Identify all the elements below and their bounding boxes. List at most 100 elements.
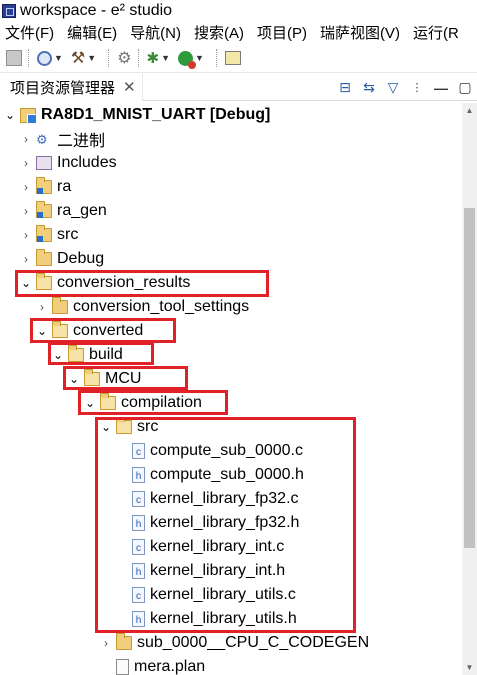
maximize-icon[interactable]: ▢ (458, 79, 472, 95)
gear-icon[interactable]: ⚙ (117, 50, 132, 67)
tree-conversion-tool-settings[interactable]: › conversion_tool_settings (36, 295, 249, 319)
binaries-icon: ⚙ (36, 132, 48, 147)
tree-binaries[interactable]: › ⚙ 二进制 (20, 127, 105, 151)
tree-label: kernel_library_fp32.h (150, 514, 300, 531)
chevron-right-icon[interactable]: › (104, 636, 108, 650)
chevron-down-icon[interactable]: ⌄ (100, 420, 112, 434)
save-icon[interactable] (6, 50, 22, 66)
tree-includes[interactable]: › Includes (20, 151, 117, 175)
tree-file[interactable]: › c kernel_library_fp32.c (116, 487, 299, 511)
tree-label: compute_sub_0000.h (150, 466, 304, 483)
tab-label: 项目资源管理器 (10, 79, 116, 97)
menu-edit[interactable]: 编辑(E) (67, 24, 118, 42)
menu-navigate[interactable]: 导航(N) (130, 24, 181, 42)
chevron-right-icon[interactable]: › (24, 204, 28, 218)
tree-file[interactable]: › h compute_sub_0000.h (116, 463, 304, 487)
view-actions: ⊟ ⇆ ▽ ⋮ — ▢ (333, 74, 477, 101)
source-folder-icon (36, 225, 52, 242)
chevron-right-icon[interactable]: › (24, 228, 28, 242)
tree-label: mera.plan (134, 658, 206, 675)
chevron-down-icon[interactable]: ⌄ (84, 396, 96, 410)
folder-open-icon (116, 417, 132, 434)
chevron-down-icon[interactable]: ▼ (54, 53, 63, 63)
tree-codegen[interactable]: › sub_0000__CPU_C_CODEGEN (100, 631, 369, 655)
tab-project-explorer[interactable]: 项目资源管理器 ✕ (0, 73, 143, 101)
tree-label: kernel_library_int.h (150, 562, 286, 579)
chevron-down-icon[interactable]: ⌄ (68, 372, 80, 386)
tree-file[interactable]: › c kernel_library_utils.c (116, 583, 296, 607)
menu-run[interactable]: 运行(R (412, 24, 459, 42)
tree-label: compilation (121, 394, 202, 411)
link-editor-icon[interactable]: ⇆ (363, 79, 375, 95)
tree-file[interactable]: › c compute_sub_0000.c (116, 439, 303, 463)
chevron-down-icon[interactable]: ▼ (195, 53, 204, 63)
tree-converted[interactable]: ⌄ converted (36, 319, 143, 343)
includes-icon (36, 156, 52, 170)
main-toolbar: ▼ ⚒ ▼ ⚙ ✱ ▼ ▼ (0, 44, 477, 73)
menu-project[interactable]: 项目(P) (256, 24, 307, 42)
chevron-right-icon[interactable]: › (24, 252, 28, 266)
tree-mera-plan[interactable]: › mera.plan (100, 655, 205, 675)
external-icon[interactable] (224, 51, 241, 65)
tree-label: MCU (105, 370, 142, 387)
chevron-right-icon[interactable]: › (24, 156, 28, 170)
run-icon[interactable] (178, 50, 197, 69)
scroll-down-icon[interactable]: ▼ (465, 663, 474, 672)
tree-ra[interactable]: › ra (20, 175, 71, 199)
tree-src-root[interactable]: › src (20, 223, 78, 247)
tree-compilation-src[interactable]: ⌄ src (100, 415, 158, 439)
hammer-icon[interactable]: ⚒ (70, 50, 86, 67)
folder-icon (36, 249, 52, 266)
tree-label: ra (57, 178, 72, 195)
source-folder-icon (36, 201, 52, 218)
tree-label: conversion_tool_settings (73, 298, 250, 315)
folder-open-icon (100, 393, 116, 410)
close-icon[interactable]: ✕ (123, 79, 136, 96)
chevron-down-icon[interactable]: ⌄ (4, 108, 16, 122)
minimize-icon[interactable]: — (434, 79, 448, 96)
tree-conversion-results[interactable]: ⌄ conversion_results (20, 271, 190, 295)
folder-open-icon (84, 369, 100, 386)
tree-project[interactable]: ⌄ RA8D1_MNIST_UART [Debug] (4, 103, 270, 127)
menu-renesas-views[interactable]: 瑞萨视图(V) (319, 24, 400, 42)
tree-label: conversion_results (57, 274, 191, 291)
tree-label: src (57, 226, 79, 243)
tree-ra-gen[interactable]: › ra_gen (20, 199, 107, 223)
tree-file[interactable]: › h kernel_library_int.h (116, 559, 285, 583)
title-bar: workspace - e² studio (0, 0, 477, 21)
chevron-right-icon[interactable]: › (24, 132, 28, 146)
tree-mcu[interactable]: ⌄ MCU (68, 367, 141, 391)
tree-build[interactable]: ⌄ build (52, 343, 123, 367)
tree-file[interactable]: › c kernel_library_int.c (116, 535, 284, 559)
tree-file[interactable]: › h kernel_library_utils.h (116, 607, 297, 631)
folder-open-icon (68, 345, 84, 362)
chevron-down-icon[interactable]: ⌄ (52, 348, 64, 362)
tree-label: Debug (57, 250, 105, 267)
chevron-right-icon[interactable]: › (24, 180, 28, 194)
tree-file[interactable]: › h kernel_library_fp32.h (116, 511, 299, 535)
toolbar-separator (108, 49, 110, 67)
chevron-right-icon[interactable]: › (40, 300, 44, 314)
vertical-scrollbar[interactable]: ▲ ▼ (462, 103, 477, 675)
scroll-thumb[interactable] (464, 208, 475, 548)
collapse-all-icon[interactable]: ⊟ (339, 79, 351, 95)
chevron-down-icon[interactable]: ⌄ (36, 324, 48, 338)
menu-search[interactable]: 搜索(A) (193, 24, 244, 42)
bug-icon[interactable]: ✱ (146, 50, 160, 67)
file-icon (116, 659, 129, 675)
h-file-icon: h (132, 515, 145, 531)
chevron-down-icon[interactable]: ⌄ (20, 276, 32, 290)
tree-debug[interactable]: › Debug (20, 247, 104, 271)
c-file-icon: c (132, 491, 145, 507)
project-tree: ⌄ RA8D1_MNIST_UART [Debug] › ⚙ 二进制 › Inc… (0, 103, 462, 675)
scroll-up-icon[interactable]: ▲ (465, 106, 474, 115)
chevron-down-icon[interactable]: ▼ (87, 53, 97, 63)
view-menu-icon[interactable]: ⋮ (411, 82, 423, 94)
folder-open-icon (36, 273, 52, 290)
menu-file[interactable]: 文件(F) (5, 24, 55, 42)
toolbar-separator (28, 49, 29, 67)
chevron-down-icon[interactable]: ▼ (161, 53, 171, 63)
filter-icon[interactable]: ▽ (387, 79, 399, 95)
tree-compilation[interactable]: ⌄ compilation (84, 391, 202, 415)
globe-icon[interactable] (37, 50, 52, 66)
